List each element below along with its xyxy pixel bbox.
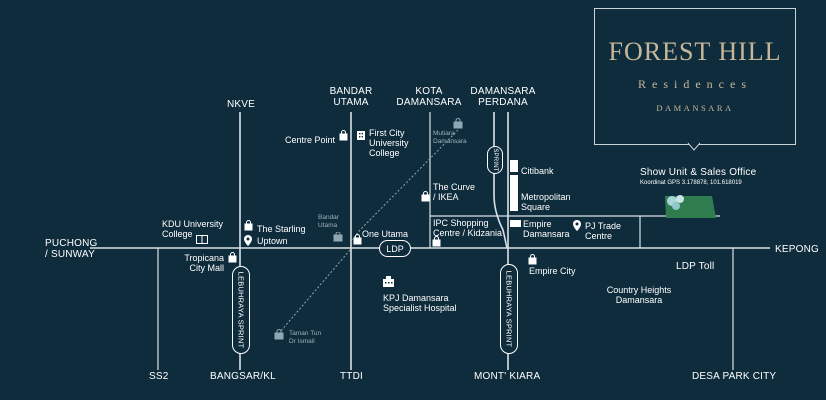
shopping-bag-icon [339, 130, 348, 141]
road-label-mont-kiara: MONT' KIARA [474, 371, 541, 382]
place-mutiara-damansara: Mutiara Damansara [433, 130, 467, 145]
road-label-bandar-utama: BANDAR UTAMA [329, 86, 373, 108]
road-label-kota-damansara: KOTA DAMANSARA [396, 86, 462, 108]
place-bandar-utama-small: Bandar Utama [318, 214, 339, 229]
citibank-building-icon [510, 160, 518, 172]
sprint-badge-top: SPRINT [487, 146, 503, 174]
site-tree-icon [672, 202, 680, 210]
place-tropicana-city-mall: Tropicana City Mall [184, 253, 224, 273]
sales-office-coordinates: Koordinat GPS 3.178878, 101.618019 [640, 180, 742, 186]
sales-office-title: Show Unit & Sales Office [640, 167, 757, 178]
place-kpj-hospital: KPJ Damansara Specialist Hospital [383, 293, 457, 313]
place-taman-tun-dr-ismail: Taman Tun Dr Ismail [289, 330, 322, 345]
sprint-badge-left-label: LEBUHRAYA SPRINT [236, 271, 246, 349]
road-label-ss2: SS2 [149, 371, 169, 382]
sprint-badge-right: LEBUHRAYA SPRINT [500, 264, 518, 354]
road-label-desa-park-city: DESA PARK CITY [692, 371, 777, 382]
place-empire-damansara: Empire Damansara [523, 219, 570, 239]
place-empire-city: Empire City [529, 266, 576, 276]
location-pin-icon [244, 235, 252, 246]
brand-name: FOREST HILL [608, 37, 782, 66]
place-citibank: Citibank [521, 166, 554, 176]
road-label-ldp-toll: LDP Toll [676, 261, 715, 272]
empire-building-icon [510, 220, 521, 227]
place-first-city-university: First City University College [369, 128, 409, 158]
dotted-link-upper [351, 129, 459, 241]
shopping-bag-icon [274, 329, 284, 340]
road-label-nkve: NKVE [227, 99, 256, 110]
metropolitan-building-icon [510, 175, 518, 211]
place-pj-trade-centre: PJ Trade Centre [585, 221, 622, 241]
place-metropolitan-square: Metropolitan Square [521, 192, 571, 212]
place-centre-point: Centre Point [284, 135, 335, 145]
book-icon [196, 235, 208, 244]
shopping-bag-icon [333, 232, 343, 242]
road-label-puchong: PUCHONG / SUNWAY [45, 238, 98, 260]
road-label-bangsar: BANGSAR/KL [210, 371, 276, 382]
place-uptown: Uptown [257, 236, 288, 246]
sprint-badge-top-label: SPRINT [492, 148, 498, 172]
road-label-damansara-perdana: DAMANSARA PERDANA [470, 86, 536, 108]
site-tree-icon [676, 195, 684, 203]
location-pin-icon [573, 220, 581, 231]
brand-location: DAMANSARA [656, 103, 734, 113]
place-the-curve-ikea: The Curve / IKEA [433, 182, 476, 202]
dotted-link-lower [279, 249, 351, 333]
place-country-heights: Country Heights Damansara [606, 285, 672, 305]
shopping-bag-icon [453, 118, 463, 129]
ldp-badge: LDP [379, 240, 411, 257]
place-the-starling: The Starling [257, 224, 306, 234]
sprint-badge-right-label: LEBUHRAYA SPRINT [504, 270, 514, 348]
shopping-bag-icon [528, 254, 537, 265]
brand-logo-box: FOREST HILL Residences DAMANSARA [594, 8, 796, 145]
university-building-icon [357, 131, 365, 140]
road-label-ttdi: TTDI [340, 371, 364, 382]
hospital-building-icon [383, 276, 394, 287]
brand-subtitle: Residences [638, 77, 752, 91]
shopping-bag-icon [421, 191, 430, 202]
shopping-bag-icon [228, 252, 237, 263]
road-label-kepong: KEPONG [775, 244, 819, 255]
shopping-bag-icon [353, 234, 362, 245]
shopping-bag-icon [244, 220, 253, 231]
sprint-curve [493, 112, 508, 249]
place-kdu-university: KDU University College [162, 219, 224, 239]
shopping-bag-icon [432, 236, 441, 247]
place-ipc-shopping-centre: IPC Shopping Centre / Kidzania [433, 218, 503, 238]
sprint-badge-left: LEBUHRAYA SPRINT [232, 266, 250, 354]
place-one-utama: One Utama [362, 229, 409, 239]
